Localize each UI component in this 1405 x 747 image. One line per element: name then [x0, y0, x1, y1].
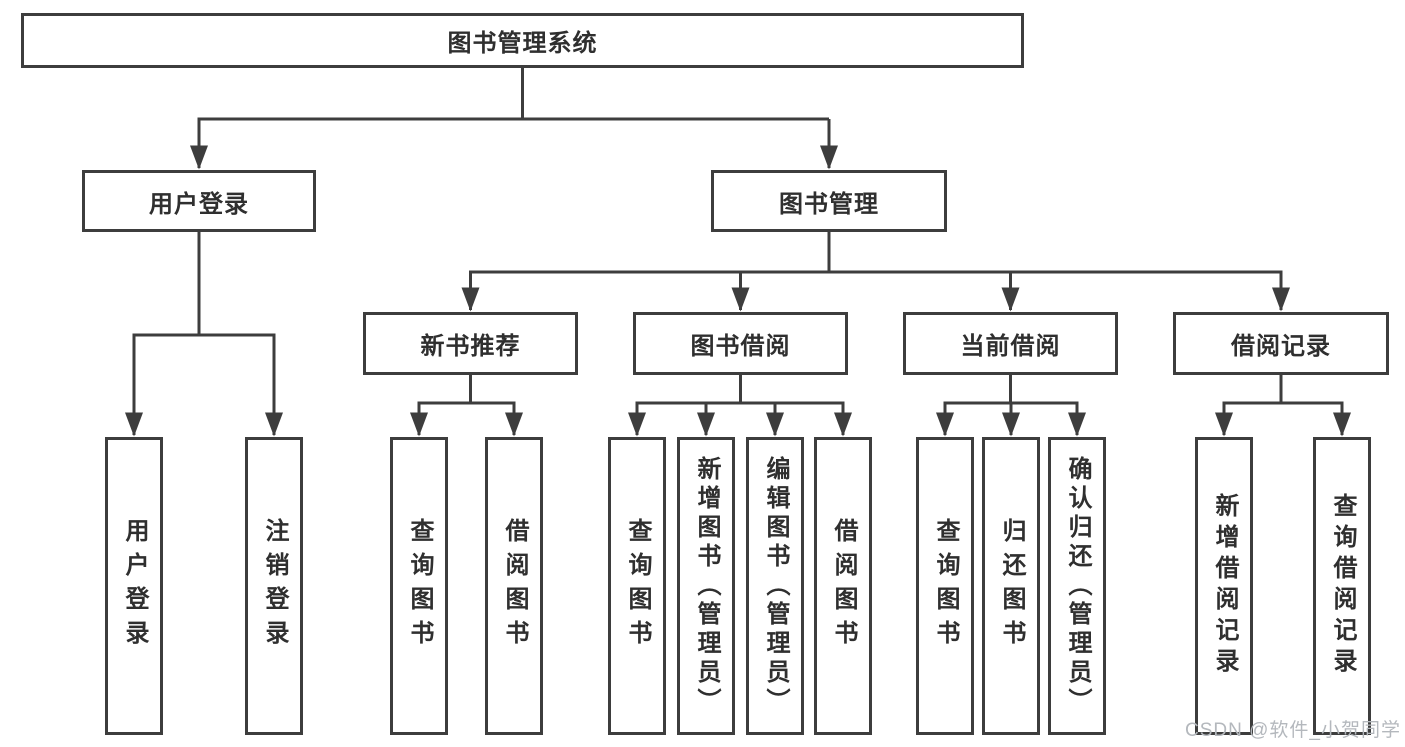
node-user-login: 用户登录	[82, 170, 316, 232]
leaf-add-book-admin: 新增图书（管理员）	[677, 437, 735, 735]
leaf-borrow-books-borrowing: 借阅图书	[814, 437, 872, 735]
node-new-book-recommendation: 新书推荐	[363, 312, 578, 375]
node-borrowing-records-label: 借阅记录	[1231, 333, 1331, 360]
node-user-login-label: 用户登录	[149, 190, 249, 218]
node-book-management-label: 图书管理	[779, 190, 879, 218]
node-root-library-management-system: 图书管理系统	[21, 13, 1024, 68]
leaf-confirm-return-admin: 确认归还（管理员）	[1048, 437, 1106, 735]
node-new-book-recommendation-label: 新书推荐	[420, 333, 521, 360]
leaf-query-books-recommend: 查询图书	[390, 437, 448, 735]
node-current-borrowing-label: 当前借阅	[960, 333, 1061, 360]
leaf-borrow-books-recommend: 借阅图书	[485, 437, 543, 735]
node-book-management: 图书管理	[711, 170, 947, 232]
node-book-borrowing: 图书借阅	[633, 312, 848, 375]
node-borrowing-records: 借阅记录	[1173, 312, 1389, 375]
node-book-borrowing-label: 图书借阅	[690, 333, 791, 360]
leaf-edit-book-admin: 编辑图书（管理员）	[746, 437, 804, 735]
leaf-user-login: 用户登录	[105, 437, 163, 735]
leaf-return-book: 归还图书	[982, 437, 1040, 735]
leaf-query-borrow-record: 查询借阅记录	[1313, 437, 1371, 735]
leaf-logout: 注销登录	[245, 437, 303, 735]
leaf-query-books-borrowing: 查询图书	[608, 437, 666, 735]
leaf-query-books-current: 查询图书	[916, 437, 974, 735]
csdn-watermark: CSDN @软件_小贺同学	[1185, 720, 1401, 741]
node-current-borrowing: 当前借阅	[903, 312, 1118, 375]
leaf-add-borrow-record: 新增借阅记录	[1195, 437, 1253, 735]
node-root-label: 图书管理系统	[447, 30, 598, 57]
